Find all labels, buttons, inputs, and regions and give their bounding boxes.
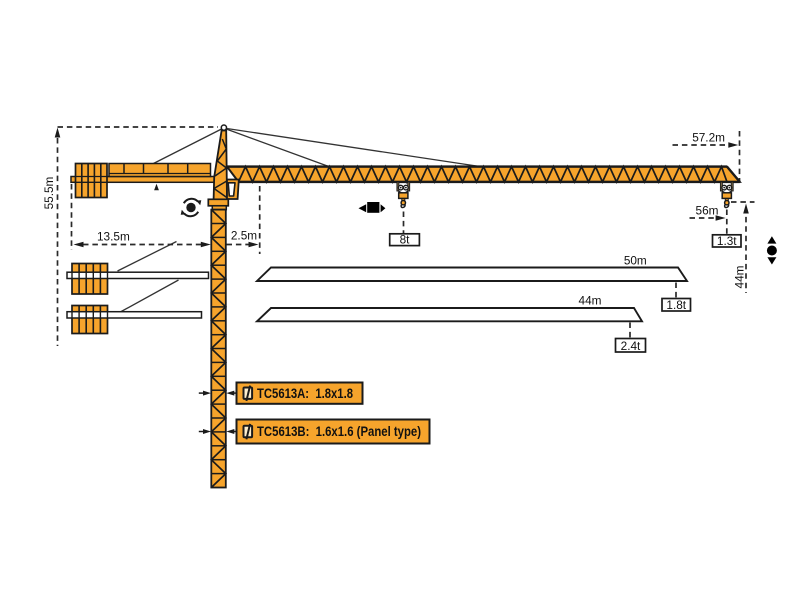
svg-text:13.5m: 13.5m <box>97 229 130 243</box>
svg-text:2.5m: 2.5m <box>231 229 257 243</box>
svg-text:50m: 50m <box>624 253 647 267</box>
svg-text:TC5613B: 1.6x1.6 (Panel type): TC5613B: 1.6x1.6 (Panel type) <box>257 423 421 439</box>
svg-text:1.3t: 1.3t <box>717 234 737 248</box>
svg-text:8t: 8t <box>400 233 411 247</box>
svg-text:56m: 56m <box>696 203 719 217</box>
svg-text:44m: 44m <box>733 265 747 288</box>
svg-text:2.4t: 2.4t <box>621 339 641 353</box>
svg-text:57.2m: 57.2m <box>692 131 725 145</box>
svg-text:44m: 44m <box>579 294 602 308</box>
svg-text:1.8t: 1.8t <box>666 298 686 312</box>
svg-text:55.5m: 55.5m <box>42 176 56 209</box>
svg-text:TC5613A: 1.8x1.8: TC5613A: 1.8x1.8 <box>257 385 353 401</box>
